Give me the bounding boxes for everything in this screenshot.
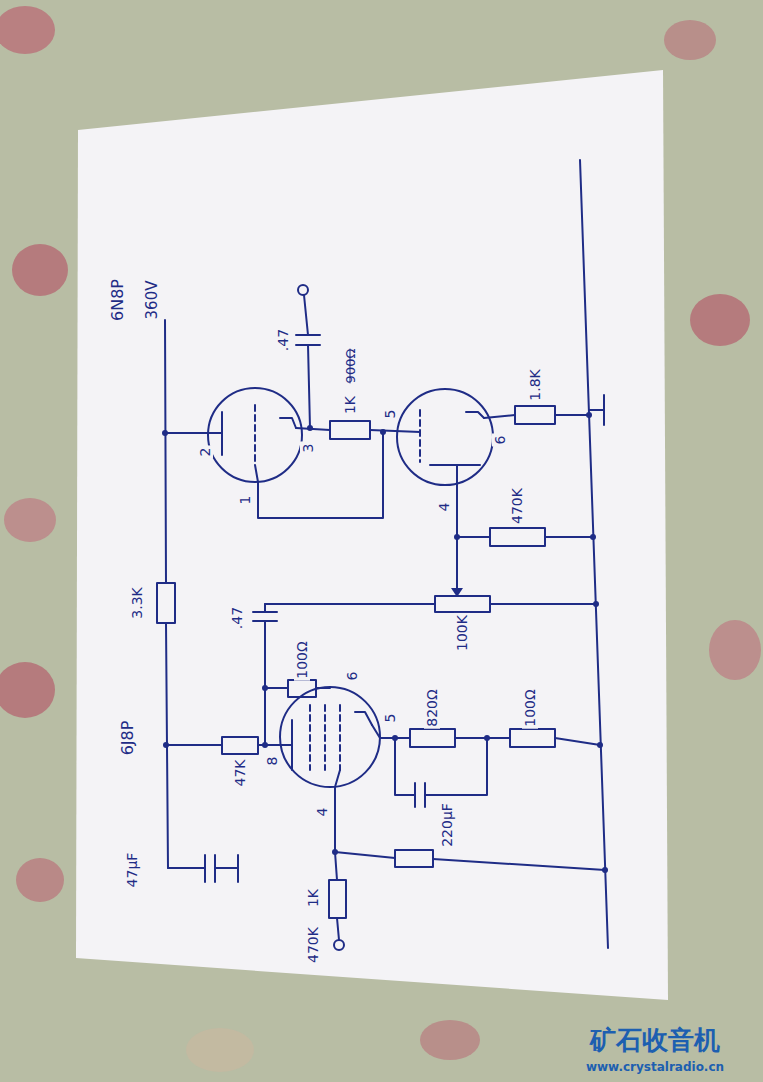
tube-type: 6N8P bbox=[109, 277, 127, 323]
tablecloth-flowers bbox=[0, 6, 761, 1072]
resistor-value: 47K bbox=[232, 758, 248, 789]
pin-number: 5 bbox=[382, 408, 398, 421]
resistor-value: 470K bbox=[305, 925, 321, 965]
watermark-url: www.crystalradio.cn bbox=[584, 1060, 726, 1074]
resistor-value: 100Ω bbox=[522, 687, 538, 728]
pin-number: 5 bbox=[382, 712, 398, 725]
wiper-arrow bbox=[451, 588, 463, 597]
pin-number: 4 bbox=[436, 501, 452, 514]
potentiometer-value: 100K bbox=[454, 613, 470, 653]
resistor-value: 1K bbox=[342, 394, 358, 416]
tube-type: 6J8P bbox=[119, 719, 137, 758]
capacitor-value: 220μF bbox=[439, 801, 455, 849]
resistor-value: 100Ω bbox=[294, 639, 310, 680]
pin-number: 6 bbox=[344, 670, 360, 683]
pin-number: 8 bbox=[264, 755, 280, 768]
resistor-value: 820Ω bbox=[424, 687, 440, 728]
circuit-wiring bbox=[157, 160, 608, 950]
junction-dots bbox=[162, 412, 608, 873]
resistor-value: 1.8K bbox=[527, 367, 543, 402]
resistor-value: 3.3K bbox=[129, 585, 145, 620]
supply-voltage: 360V bbox=[144, 279, 161, 322]
resistor-value: 900Ω bbox=[343, 347, 358, 386]
paper-sheet bbox=[76, 70, 668, 1000]
capacitor-value: 47μF bbox=[124, 851, 140, 890]
pin-number: 3 bbox=[300, 442, 316, 455]
resistor-value: 470K bbox=[509, 486, 525, 526]
capacitor-value: .47 bbox=[275, 327, 291, 353]
resistor-value: 1K bbox=[305, 887, 321, 909]
watermark: 矿石收音机 bbox=[588, 1026, 722, 1054]
pin-number: 6 bbox=[492, 434, 508, 447]
pin-number: 4 bbox=[314, 806, 330, 819]
pin-number: 2 bbox=[197, 446, 213, 459]
pin-number: 1 bbox=[237, 494, 253, 507]
capacitor-value: .47 bbox=[229, 605, 245, 631]
